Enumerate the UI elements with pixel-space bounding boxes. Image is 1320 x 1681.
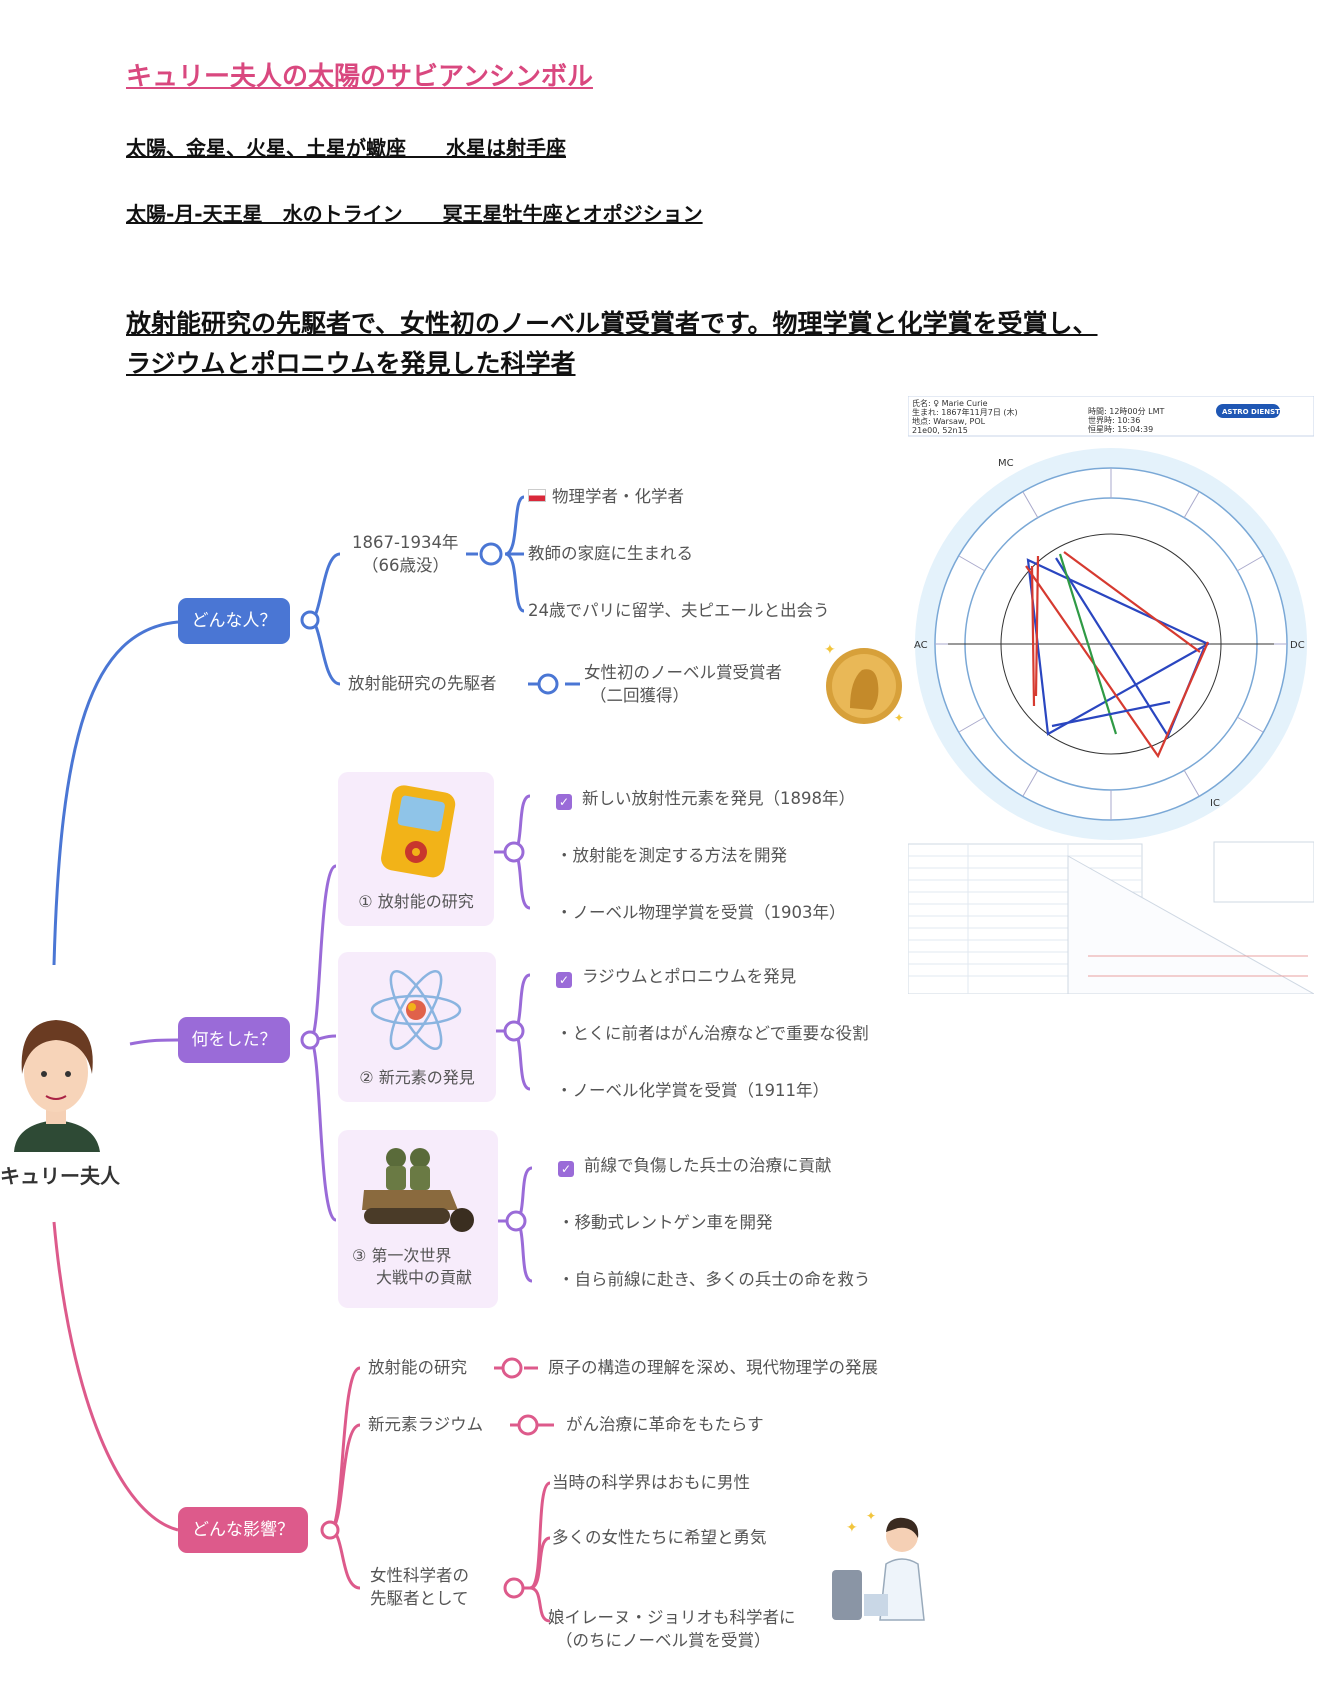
chart-place: 地点: Warsaw, POL bbox=[912, 416, 986, 426]
scientist-icon: ✦✦ bbox=[832, 1509, 925, 1621]
card-caption: ② 新元素の発見 bbox=[359, 1068, 475, 1087]
astrology-chart: 氏名: ♀ Marie Curie 生まれ: 1867年11月7日 (木) 地点… bbox=[908, 396, 1314, 994]
svg-text:✦: ✦ bbox=[824, 642, 836, 658]
card-caption-1: ③ 第一次世界 bbox=[352, 1246, 452, 1265]
svg-text:✦: ✦ bbox=[866, 1509, 876, 1523]
page-title: キュリー夫人の太陽のサビアンシンボル bbox=[126, 62, 593, 92]
chart-name: 氏名: ♀ Marie Curie bbox=[912, 398, 988, 408]
list-item: ・移動式レントゲン車を開発 bbox=[558, 1213, 773, 1232]
chart-time: 時間: 12時00分 LMT bbox=[1088, 407, 1164, 416]
list-item: ✓前線で負傷した兵士の治療に貢献 bbox=[558, 1155, 832, 1177]
branch-who-pill[interactable]: どんな人？ bbox=[178, 598, 290, 644]
age-label: （66歳没） bbox=[362, 556, 449, 575]
list-item: 教師の家庭に生まれる bbox=[528, 544, 693, 563]
description-line-2: ラジウムとポロニウムを発見した科学者 bbox=[126, 349, 576, 378]
nobel-label-2: （二回獲得） bbox=[590, 686, 689, 705]
chart-birth: 生まれ: 1867年11月7日 (木) bbox=[912, 407, 1018, 417]
chart-mc: MC bbox=[998, 458, 1014, 469]
svg-text:✦: ✦ bbox=[846, 1520, 858, 1536]
list-item: ・とくに前者はがん治療などで重要な役割 bbox=[556, 1024, 869, 1043]
military-vehicle-icon bbox=[362, 1148, 474, 1232]
svg-text:✦: ✦ bbox=[894, 711, 904, 725]
list-item: 多くの女性たちに希望と勇気 bbox=[552, 1528, 767, 1547]
chart-brand: ASTRO DIENST bbox=[1222, 408, 1280, 416]
chart-wheel: MC AC DC IC bbox=[914, 448, 1307, 840]
card-radioactivity: ① 放射能の研究 bbox=[338, 772, 494, 926]
card-new-element: ② 新元素の発見 bbox=[338, 952, 496, 1102]
chart-ac: AC bbox=[914, 640, 928, 651]
pioneer-label: 放射能研究の先駆者 bbox=[348, 674, 497, 693]
list-item: 24歳でパリに留学、夫ピエールと出会う bbox=[528, 601, 830, 620]
impact-left-label: 新元素ラジウム bbox=[368, 1415, 484, 1434]
chart-coords: 21e00, 52n15 bbox=[912, 426, 968, 435]
women-label-1: 女性科学者の bbox=[370, 1566, 469, 1585]
list-item: ・ノーベル化学賞を受賞（1911年） bbox=[556, 1081, 829, 1100]
list-item: ・ノーベル物理学賞を受賞（1903年） bbox=[556, 903, 846, 922]
chart-ic: IC bbox=[1210, 798, 1220, 809]
list-item: （のちにノーベル賞を受賞） bbox=[556, 1631, 771, 1650]
checkbox-icon: ✓ bbox=[556, 794, 572, 810]
description-line-1: 放射能研究の先駆者で、女性初のノーベル賞受賞者です。物理学賞と化学賞を受賞し、 bbox=[126, 309, 1098, 338]
checkbox-icon: ✓ bbox=[558, 1161, 574, 1177]
subtitle-line-1: 太陽、金星、火星、土星が蠍座 水星は射手座 bbox=[126, 136, 566, 160]
aspect-table bbox=[908, 841, 1314, 994]
list-item: ・放射能を測定する方法を開発 bbox=[556, 846, 787, 865]
list-item: 娘イレーヌ・ジョリオも科学者に bbox=[548, 1608, 796, 1627]
flag-icon bbox=[528, 489, 546, 502]
list-item: 物理学者・化学者 bbox=[528, 486, 684, 508]
branch-what-pill[interactable]: 何をした？ bbox=[178, 1017, 290, 1063]
checkbox-icon: ✓ bbox=[556, 972, 572, 988]
impact-right-label: 原子の構造の理解を深め、現代物理学の発展 bbox=[548, 1358, 878, 1377]
avatar bbox=[14, 1020, 100, 1152]
atom-icon bbox=[370, 970, 462, 1050]
chart-dc: DC bbox=[1290, 640, 1305, 651]
list-item: ✓新しい放射性元素を発見（1898年） bbox=[556, 788, 855, 810]
chart-sid: 恒星時: 15:04:39 bbox=[1088, 424, 1153, 434]
geiger-counter-icon bbox=[381, 785, 456, 878]
list-item: 当時の科学界はおもに男性 bbox=[552, 1473, 750, 1492]
women-label-2: 先駆者として bbox=[370, 1589, 469, 1608]
impact-left-label: 放射能の研究 bbox=[368, 1358, 467, 1377]
nobel-label-1: 女性初のノーベル賞受賞者 bbox=[584, 663, 782, 682]
root-label: キュリー夫人 bbox=[0, 1164, 120, 1188]
years-label: 1867-1934年 bbox=[352, 533, 459, 552]
card-caption-2: 大戦中の貢献 bbox=[376, 1268, 473, 1287]
list-item: ・自ら前線に赴き、多くの兵士の命を救う bbox=[558, 1270, 871, 1289]
card-caption: ① 放射能の研究 bbox=[358, 892, 474, 911]
subtitle-line-2: 太陽-月-天王星 水のトライン 冥王星牡牛座とオポジション bbox=[126, 202, 703, 226]
branch-impact-pill[interactable]: どんな影響？ bbox=[178, 1507, 308, 1553]
nobel-medal-icon: ✦✦ bbox=[824, 642, 904, 725]
impact-right-label: がん治療に革命をもたらす bbox=[566, 1415, 764, 1434]
card-war-contribution: ③ 第一次世界 大戦中の貢献 bbox=[338, 1130, 498, 1308]
chart-ut: 世界時: 10:36 bbox=[1088, 415, 1140, 425]
list-item: ✓ラジウムとポロニウムを発見 bbox=[556, 966, 796, 988]
